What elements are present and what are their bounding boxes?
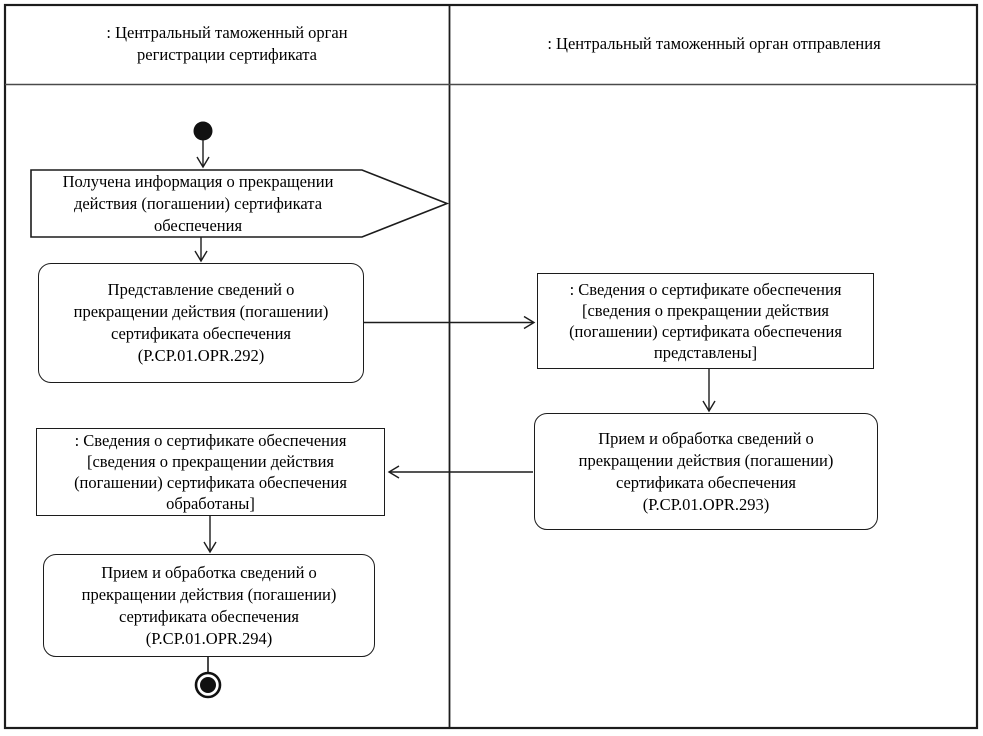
lane-title-line: регистрации сертификата — [137, 45, 317, 64]
lane-header-right: : Центральный таможенный орган отправлен… — [450, 4, 978, 84]
lane-title-line: : Центральный таможенный орган отправлен… — [547, 34, 881, 53]
action-code: (P.CP.01.OPR.292) — [137, 346, 265, 365]
signal-receipt-label: Получена информация о прекращении действ… — [62, 171, 334, 235]
outer-border — [3, 3, 979, 730]
action-node-293: Прием и обработка сведений о прекращении… — [534, 413, 878, 530]
start-node — [193, 121, 213, 141]
lane-header-left: : Центральный таможенный орган регистрац… — [4, 4, 450, 84]
flow-arrow-action292-to-object — [364, 315, 536, 330]
flow-arrow-object-to-action293 — [702, 369, 716, 413]
signal-receipt-shape — [30, 169, 450, 238]
end-node — [194, 671, 222, 699]
action-node-294: Прием и обработка сведений о прекращении… — [43, 554, 375, 657]
flow-arrow-signal-to-action292 — [194, 237, 208, 263]
object-node-processed: : Сведения о сертификате обеспечения [св… — [36, 428, 385, 516]
flow-arrow-action293-to-object — [387, 465, 533, 479]
flow-arrow-start-to-signal — [196, 140, 210, 169]
object-node-represented: : Сведения о сертификате обеспечения [св… — [537, 273, 874, 369]
action-node-292: Представление сведений о прекращении дей… — [38, 263, 364, 383]
lane-title-line: : Центральный таможенный орган — [106, 23, 348, 42]
flow-arrow-object-to-action294 — [203, 516, 217, 554]
action-code: (P.CP.01.OPR.293) — [642, 494, 770, 514]
action-code: (P.CP.01.OPR.294) — [145, 628, 273, 648]
